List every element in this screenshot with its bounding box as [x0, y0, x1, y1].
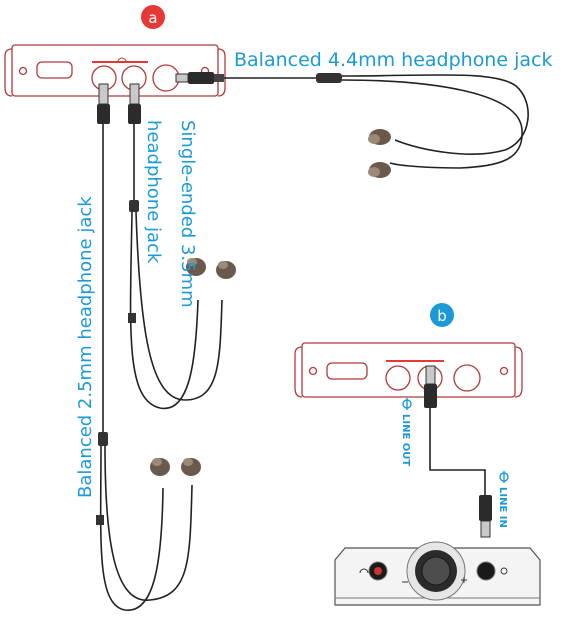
marker-a-circle [141, 5, 165, 29]
device-a-screw-left [18, 66, 28, 76]
device-b-end-left [294, 346, 303, 398]
plug-44 [175, 72, 224, 84]
device-b-screw-right [499, 366, 509, 376]
earbuds-44 [368, 129, 391, 178]
device-c-line-in-port [476, 561, 496, 581]
earbuds-35 [186, 258, 236, 279]
device-a [4, 44, 226, 97]
cable-line [429, 408, 486, 495]
plug-line-out [424, 365, 437, 408]
label-balanced-44: Balanced 4.4mm headphone jack [234, 49, 552, 71]
device-a-end-left [4, 48, 13, 97]
marker-a: a [141, 5, 165, 29]
device-b-port-3 [453, 364, 481, 392]
headphone-icon [359, 568, 369, 574]
label-single-ended-line2: headphone jack [143, 120, 164, 264]
marker-a-letter: a [148, 9, 157, 27]
device-c [334, 541, 541, 606]
headphone-icon [117, 57, 127, 63]
device-a-body [11, 44, 219, 97]
marker-b-circle [430, 303, 454, 327]
label-balanced-25: Balanced 2.5mm headphone jack [75, 196, 96, 498]
label-line-out: LINE OUT [400, 414, 411, 466]
label-single-ended-line1: Single-ended 3.5mm [177, 120, 198, 308]
device-b-screw-left [308, 366, 318, 376]
device-a-end-right [217, 48, 226, 97]
jack-44-port [152, 64, 180, 92]
marker-b: b [430, 303, 454, 327]
plug-35 [128, 83, 141, 124]
cable-25 [96, 124, 193, 611]
plug-25 [97, 83, 110, 124]
cable-35 [128, 124, 223, 410]
connector-icon [402, 398, 412, 410]
cable-44 [224, 73, 529, 169]
earbuds-25 [150, 458, 201, 476]
device-b-end-right [514, 346, 523, 398]
connector-icon [500, 567, 508, 575]
label-line-in: LINE IN [497, 487, 508, 528]
plug-line-in [479, 495, 492, 538]
device-b-body [301, 342, 516, 398]
device-b [294, 342, 523, 398]
connector-icon [499, 471, 509, 483]
marker-b-letter: b [437, 307, 447, 325]
device-b-port-1 [385, 365, 411, 391]
device-b-slot [326, 362, 368, 380]
device-a-slot [36, 61, 73, 79]
